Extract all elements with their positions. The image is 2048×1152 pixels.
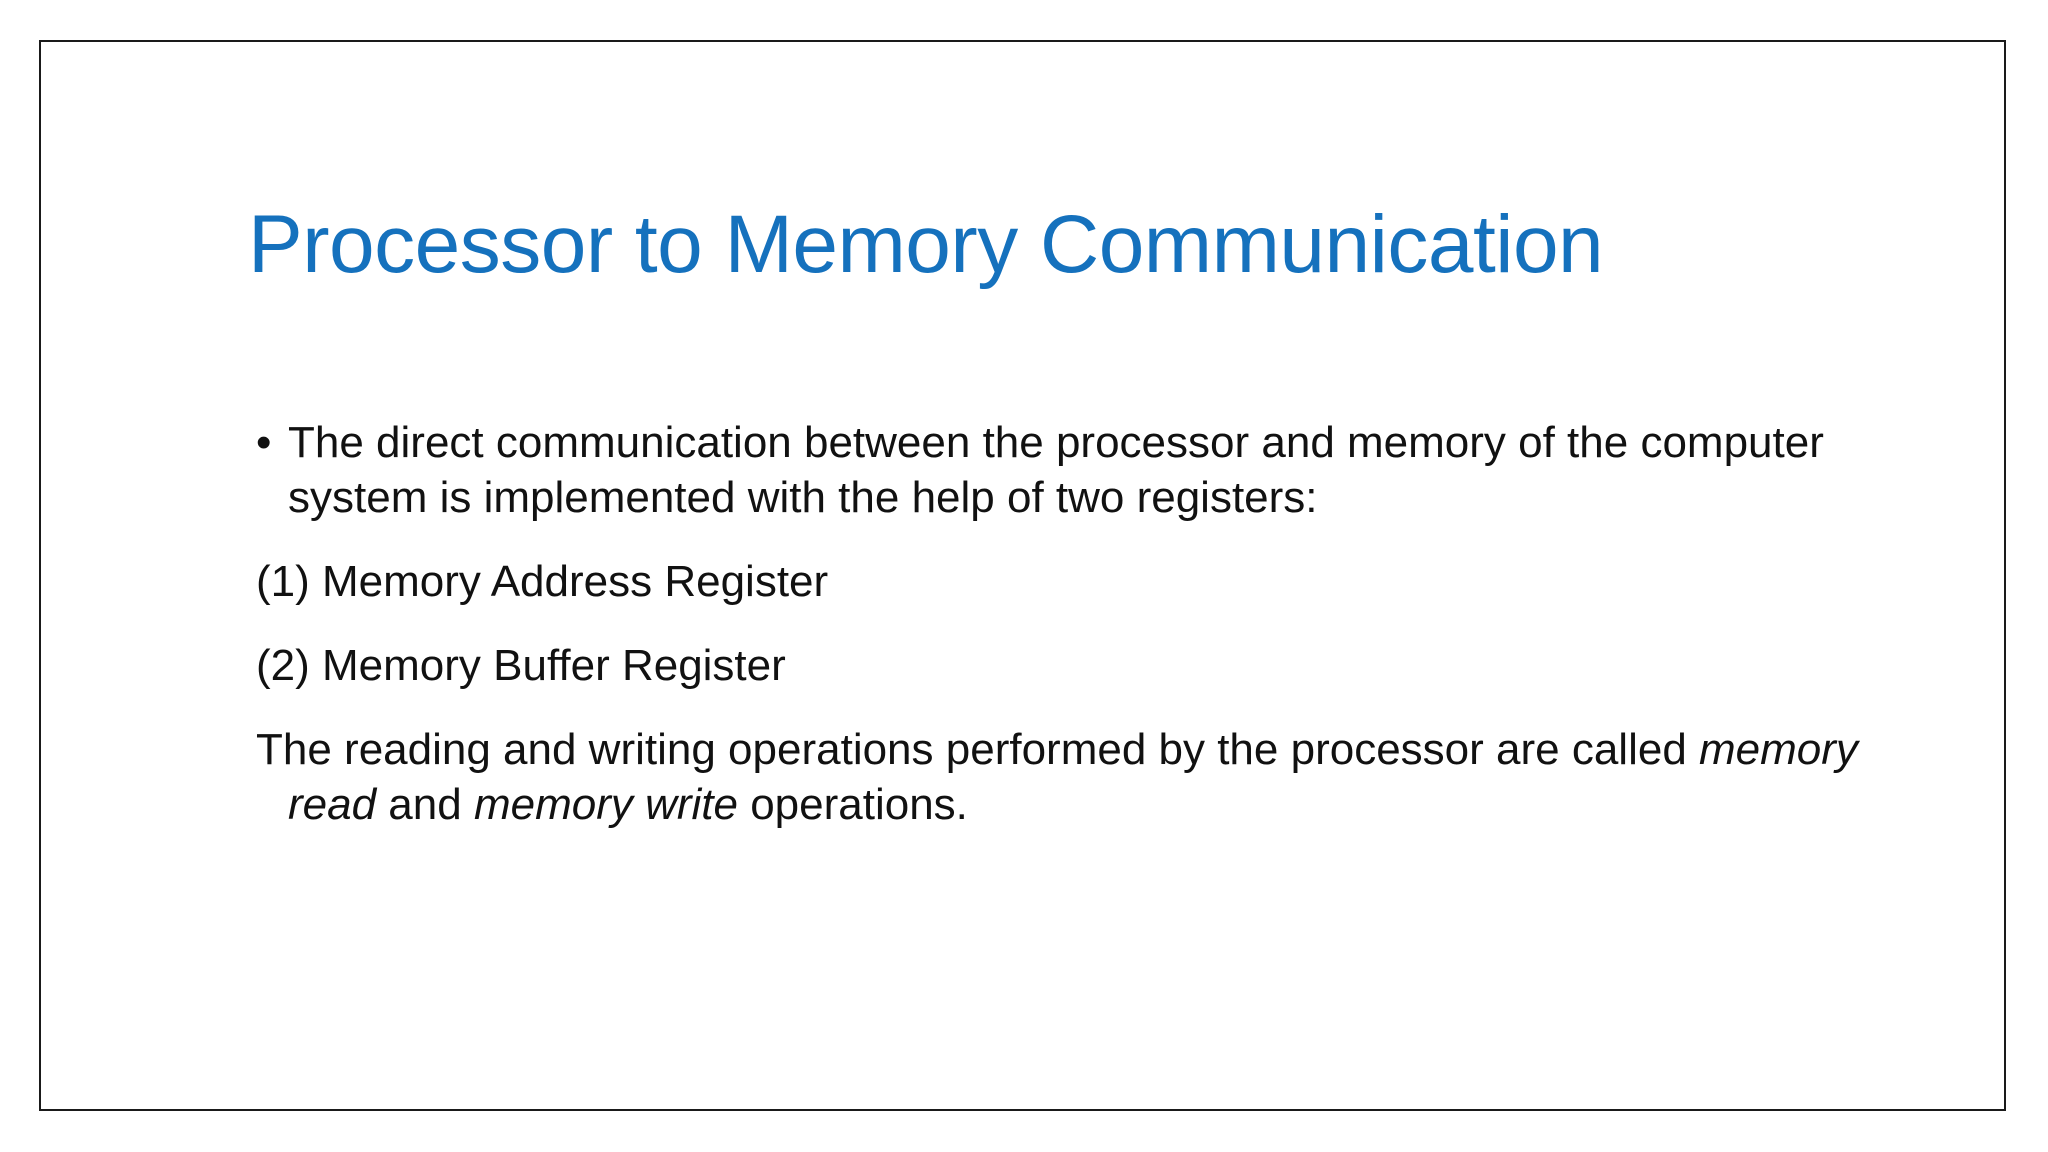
- bullet-marker: •: [256, 418, 272, 467]
- bullet-text: The direct communication between the pro…: [288, 418, 1824, 522]
- closing-italic-memory-read: memory read: [288, 725, 1858, 829]
- bullet-paragraph: • The direct communication between the p…: [256, 415, 1876, 525]
- closing-text-part1: The reading and writing operations perfo…: [256, 725, 1700, 774]
- slide-frame: Processor to Memory Communication • The …: [39, 40, 2006, 1111]
- closing-paragraph: The reading and writing operations perfo…: [256, 722, 1876, 832]
- closing-text-part3: operations.: [737, 780, 968, 829]
- list-item-memory-buffer-register: (2) Memory Buffer Register: [256, 641, 786, 690]
- slide-title: Processor to Memory Communication: [248, 199, 1604, 290]
- closing-italic-memory-write: memory write: [473, 780, 738, 829]
- slide-body: • The direct communication between the p…: [256, 415, 1876, 832]
- closing-text-part2: and: [376, 780, 474, 829]
- list-item-memory-address-register: (1) Memory Address Register: [256, 557, 829, 606]
